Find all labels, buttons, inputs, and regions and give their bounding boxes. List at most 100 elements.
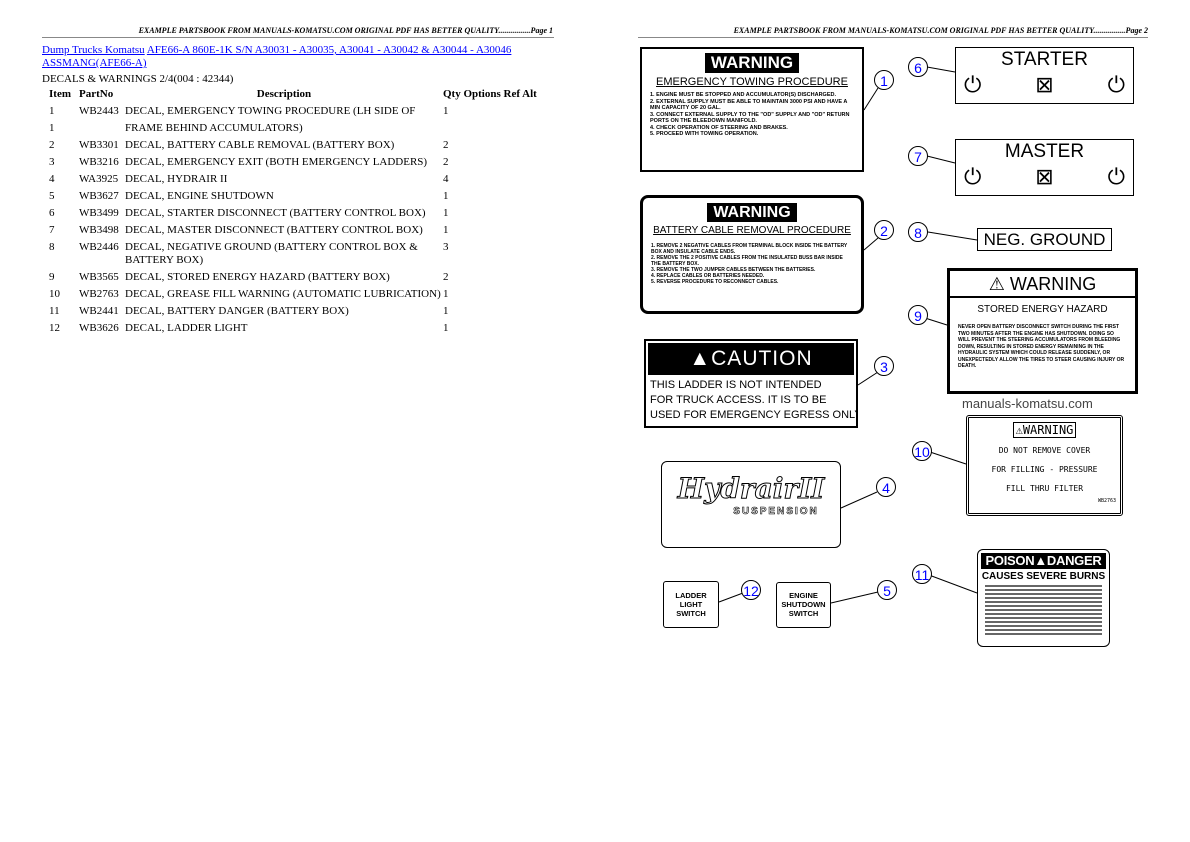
col-partno: PartNo — [79, 88, 114, 100]
header-divider — [42, 37, 554, 38]
qty-cell: 1 — [443, 305, 449, 317]
item-cell: 11 — [49, 305, 60, 317]
decal-title-text: WARNING — [1022, 423, 1074, 437]
decal-body: NEVER OPEN BATTERY DISCONNECT SWITCH DUR… — [958, 324, 1125, 369]
callout-5: 5 — [877, 580, 897, 600]
breadcrumb-link-category[interactable]: Dump Trucks Komatsu — [42, 44, 145, 56]
decal-line: 5. PROCEED WITH TOWING OPERATION. — [650, 131, 759, 137]
partno-cell: WA3925 — [79, 173, 119, 185]
header-divider — [638, 37, 1148, 38]
decal-ladder-caution: ▲CAUTION THIS LADDER IS NOT INTENDED FOR … — [644, 339, 858, 428]
partno-cell: WB3499 — [79, 207, 119, 219]
decal-line: 2. REMOVE THE 2 POSITIVE CABLES FROM THE… — [651, 255, 843, 267]
decal-line: FILL THRU FILTER — [1005, 484, 1084, 493]
decal-title-text: CAUTION — [711, 347, 813, 370]
callout-3: 3 — [874, 356, 894, 376]
watermark: manuals-komatsu.com — [962, 396, 1093, 411]
table-row: 1 FRAME BEHIND ACCUMULATORS) — [42, 120, 556, 137]
decal-line: 2. EXTERNAL SUPPLY MUST BE ABLE TO MAINT… — [650, 98, 848, 112]
description-cell: DECAL, STORED ENERGY HAZARD (BATTERY BOX… — [125, 271, 390, 283]
decal-line: LIGHT — [679, 600, 703, 609]
decal-subtitle: CAUSES SEVERE BURNS — [981, 571, 1106, 582]
decal-subtitle: STORED ENERGY HAZARD — [977, 304, 1108, 315]
switch-icons: ⏻⊠⏻ — [956, 72, 1133, 98]
qty-cell: 3 — [443, 241, 449, 253]
qty-cell: 2 — [443, 156, 449, 168]
qty-cell: 1 — [443, 105, 449, 117]
partno-cell: WB3626 — [79, 322, 119, 334]
decal-line: THIS LADDER IS NOT INTENDED — [650, 379, 822, 391]
decal-line: USED FOR EMERGENCY EGRESS ONLY. — [650, 409, 858, 421]
decal-line: FOR FILLING - PRESSURE — [991, 465, 1098, 474]
decal-neg-ground: NEG. GROUND — [977, 228, 1112, 251]
parts-list: Dump Trucks Komatsu AFE66-A 860E-1K S/N … — [42, 44, 556, 337]
power-switch-icon: ⏻ — [964, 72, 982, 97]
decal-line: SHUTDOWN — [781, 600, 826, 609]
col-qty-options-ref-alt: Qty Options Ref Alt — [443, 88, 537, 100]
switch-icons: ⏻⊠⏻ — [956, 164, 1133, 190]
description-cell: DECAL, NEGATIVE GROUND (BATTERY CONTROL … — [125, 241, 418, 266]
partno-cell: WB2763 — [79, 288, 119, 300]
partno-cell: WB2441 — [79, 305, 119, 317]
qty-cell: 1 — [443, 288, 449, 300]
decal-stored-energy: ⚠ WARNING STORED ENERGY HAZARD NEVER OPE… — [947, 268, 1138, 394]
item-cell: 7 — [49, 224, 55, 236]
description-cell: DECAL, HYDRAIR II — [125, 173, 228, 185]
decal-fine-print — [985, 585, 1102, 637]
table-row: 7 WB3498 DECAL, MASTER DISCONNECT (BATTERY… — [42, 222, 556, 239]
table-row: 11 WB2441 DECAL, BATTERY DANGER (BATTERY B… — [42, 303, 556, 320]
caution-triangle-icon: ▲ — [689, 347, 712, 370]
item-cell: 10 — [49, 288, 60, 300]
qty-cell: 1 — [443, 322, 449, 334]
callout-12: 12 — [741, 580, 761, 600]
hydrair-logo: HydrairII — [677, 472, 825, 506]
battery-crossed-icon: ⊠ — [1035, 164, 1054, 189]
item-cell: 6 — [49, 207, 55, 219]
breadcrumb: Dump Trucks Komatsu AFE66-A 860E-1K S/N … — [42, 44, 556, 70]
qty-cell: 1 — [443, 207, 449, 219]
item-cell: 8 — [49, 241, 55, 253]
decal-title: WARNING — [704, 53, 800, 73]
qty-cell: 2 — [443, 139, 449, 151]
power-switch-icon: ⏻ — [964, 164, 982, 189]
description-cell: DECAL, GREASE FILL WARNING (AUTOMATIC LU… — [125, 288, 441, 300]
item-cell: 1 — [49, 105, 55, 117]
description-cell: DECAL, BATTERY DANGER (BATTERY BOX) — [125, 305, 349, 317]
decal-starter: STARTER ⏻⊠⏻ — [955, 47, 1134, 104]
partno-cell: WB3565 — [79, 271, 119, 283]
section-title: DECALS & WARNINGS 2/4(004 : 42344) — [42, 73, 234, 85]
item-cell: 2 — [49, 139, 55, 151]
decal-subtitle: SUSPENSION — [733, 506, 819, 518]
callout-2: 2 — [874, 220, 894, 240]
decal-battery-cable-removal: WARNING BATTERY CABLE REMOVAL PROCEDURE … — [640, 195, 864, 314]
callout-9: 9 — [908, 305, 928, 325]
decal-line: DO NOT REMOVE COVER — [998, 446, 1091, 455]
decal-line: FOR TRUCK ACCESS. IT IS TO BE — [650, 394, 827, 406]
decal-title: STARTER — [1001, 49, 1088, 70]
callout-6: 6 — [908, 57, 928, 77]
col-description: Description — [256, 88, 312, 100]
item-cell: 12 — [49, 322, 60, 334]
col-item: Item — [49, 88, 71, 100]
battery-crossed-icon: ⊠ — [1035, 72, 1054, 97]
description-cell: DECAL, BATTERY CABLE REMOVAL (BATTERY BO… — [125, 139, 395, 151]
decal-poison-danger: POISON▲DANGER CAUSES SEVERE BURNS — [977, 549, 1110, 647]
decal-line: 5. REVERSE PROCEDURE TO RECONNECT CABLES… — [651, 279, 779, 285]
breadcrumb-link-model[interactable]: AFE66-A 860E-1K S/N A30031 - A30035, A30… — [42, 44, 512, 69]
partno-cell: WB2446 — [79, 241, 119, 253]
partno-cell: WB3498 — [79, 224, 119, 236]
description-cell: DECAL, EMERGENCY EXIT (BOTH EMERGENCY LA… — [125, 156, 428, 168]
item-cell: 5 — [49, 190, 55, 202]
item-cell: 1 — [49, 122, 55, 134]
description-cell: FRAME BEHIND ACCUMULATORS) — [125, 122, 303, 134]
description-cell: DECAL, MASTER DISCONNECT (BATTERY CONTRO… — [125, 224, 423, 236]
